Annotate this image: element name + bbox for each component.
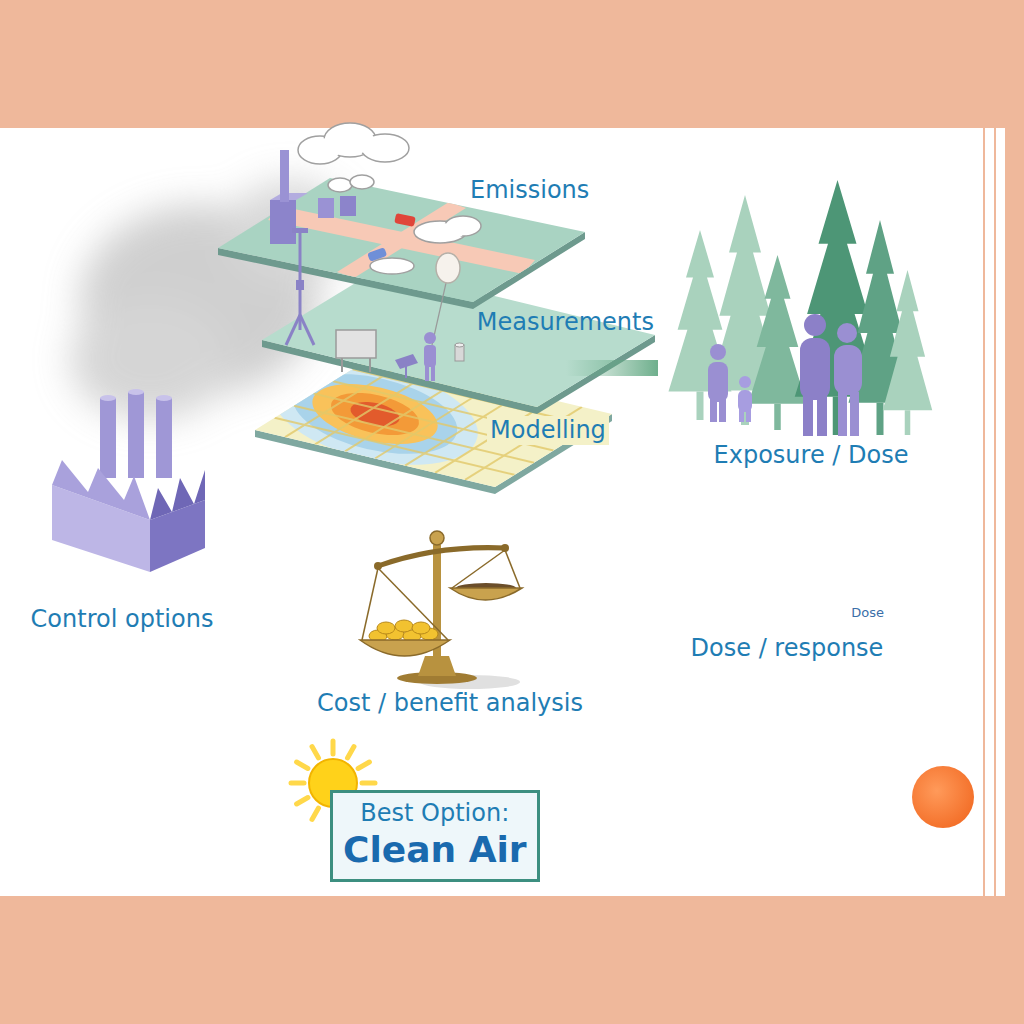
node-label: Measurements	[470, 308, 654, 337]
node-label: Dose	[849, 604, 886, 622]
exposure-group: Exposure / Dose	[700, 312, 922, 474]
factory	[52, 389, 205, 572]
layer-label: Measurements	[466, 308, 658, 400]
node-text: Clean Air	[343, 828, 527, 871]
node-label: Best Option:	[343, 799, 527, 828]
node-label: Modelling	[487, 416, 609, 445]
balance-scale	[360, 531, 522, 689]
node-label: Emissions	[470, 176, 589, 205]
node-label: Exposure / Dose	[700, 441, 922, 470]
people	[708, 314, 862, 436]
emissions-layer	[218, 123, 585, 309]
dose-response-chart: DoseDose / response	[680, 514, 894, 663]
best-option-box: Best Option:Clean Air	[330, 790, 540, 882]
node-text: Dose / response	[680, 634, 894, 663]
forest	[669, 180, 933, 435]
node-label: Control options	[22, 605, 222, 634]
arrow-tail	[566, 360, 658, 376]
cost-benefit: Cost / benefit analysis	[312, 520, 588, 722]
node-label: Cost / benefit analysis	[312, 689, 588, 718]
layer-label: Modelling	[487, 416, 609, 445]
control-options: Control options	[22, 388, 222, 642]
layer-label: Emissions	[466, 176, 593, 205]
measurement-instruments	[286, 228, 464, 381]
